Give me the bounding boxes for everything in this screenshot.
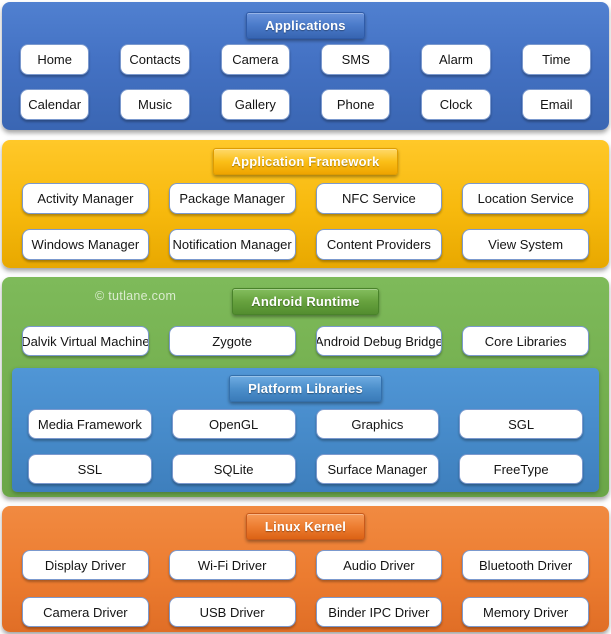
layer-applications: Applications Home Contacts Camera SMS Al… [2,2,609,130]
node-clock: Clock [421,89,491,120]
applications-badge-row: Applications [2,2,609,39]
node-gallery: Gallery [220,89,290,120]
node-ssl: SSL [28,454,152,484]
node-view-system: View System [462,229,589,260]
node-wifi-driver: Wi-Fi Driver [168,550,296,580]
node-time: Time [521,44,591,75]
node-media-framework: Media Framework [28,409,152,439]
node-notification-manager: Notification Manager [168,229,296,260]
linux-kernel-grid: Display Driver Wi-Fi Driver Audio Driver… [2,550,609,627]
node-phone: Phone [321,89,391,120]
platform-libraries-grid: Media Framework OpenGL Graphics SGL SSL … [12,409,599,484]
node-sms: SMS [321,44,391,75]
node-activity-manager: Activity Manager [22,183,149,214]
node-sqlite: SQLite [171,454,296,484]
node-nfc-service: NFC Service [315,183,443,214]
node-package-manager: Package Manager [168,183,296,214]
node-core-libraries: Core Libraries [462,326,589,356]
node-usb-driver: USB Driver [168,597,296,627]
android-runtime-badge-row: Android Runtime [2,277,609,315]
layer-application-framework: Application Framework Activity Manager P… [2,140,609,268]
layer-badge-platform-libraries: Platform Libraries [229,375,382,402]
node-content-providers: Content Providers [315,229,443,260]
layer-android-runtime: © tutlane.com Android Runtime Dalvik Vir… [2,277,609,497]
layer-linux-kernel: Linux Kernel Display Driver Wi-Fi Driver… [2,506,609,632]
node-memory-driver: Memory Driver [462,597,589,627]
node-calendar: Calendar [20,89,90,120]
node-alarm: Alarm [421,44,491,75]
node-graphics: Graphics [315,409,440,439]
layer-badge-application-framework: Application Framework [212,148,399,175]
node-dalvik-virtual-machine: Dalvik Virtual Machine [22,326,149,356]
node-windows-manager: Windows Manager [22,229,149,260]
layer-badge-applications: Applications [246,12,365,39]
node-camera-driver: Camera Driver [22,597,149,627]
node-android-debug-bridge: Android Debug Bridge [315,326,443,356]
node-surface-manager: Surface Manager [315,454,440,484]
application-framework-grid: Activity Manager Package Manager NFC Ser… [2,183,609,260]
node-zygote: Zygote [168,326,296,356]
node-music: Music [120,89,190,120]
linux-kernel-badge-row: Linux Kernel [2,506,609,540]
node-freetype: FreeType [459,454,583,484]
layer-badge-linux-kernel: Linux Kernel [245,513,366,540]
application-framework-badge-row: Application Framework [2,140,609,175]
node-home: Home [20,44,90,75]
node-contacts: Contacts [120,44,190,75]
node-opengl: OpenGL [171,409,296,439]
node-display-driver: Display Driver [22,550,149,580]
node-location-service: Location Service [462,183,589,214]
node-bluetooth-driver: Bluetooth Driver [462,550,589,580]
node-sgl: SGL [459,409,583,439]
node-email: Email [521,89,591,120]
watermark-tutlane: © tutlane.com [95,289,177,303]
panel-platform-libraries: Platform Libraries Media Framework OpenG… [12,368,599,492]
node-camera: Camera [220,44,290,75]
android-runtime-grid: Dalvik Virtual Machine Zygote Android De… [2,326,609,356]
applications-grid: Home Contacts Camera SMS Alarm Time Cale… [2,44,609,120]
node-binder-ipc-driver: Binder IPC Driver [315,597,443,627]
platform-libraries-badge-row: Platform Libraries [12,368,599,402]
node-audio-driver: Audio Driver [315,550,443,580]
layer-badge-android-runtime: Android Runtime [232,288,379,315]
